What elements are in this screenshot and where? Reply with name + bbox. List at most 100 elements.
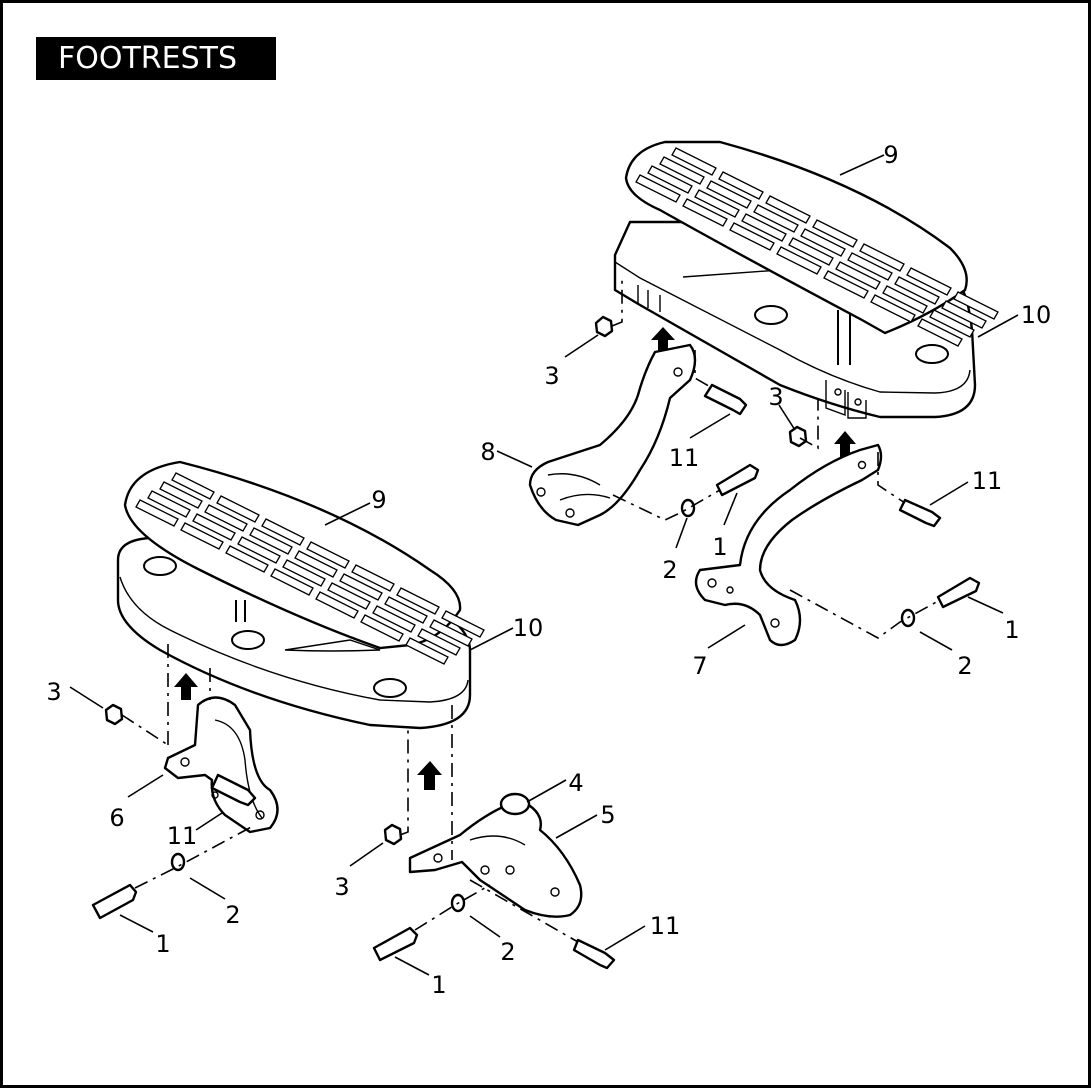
callout-label: 3 — [334, 873, 349, 901]
callout-label: 2 — [957, 652, 972, 680]
tread-rib — [360, 614, 404, 642]
callout-label: 1 — [712, 533, 727, 561]
callout-label: 10 — [513, 614, 544, 642]
upper-right-assembly — [528, 140, 999, 647]
callout-leader-line — [604, 925, 646, 951]
callout-label: 11 — [669, 444, 700, 472]
tread-rib — [192, 513, 236, 541]
tread-rib — [682, 198, 728, 227]
callout-label: 11 — [650, 912, 681, 940]
callout-leader-line — [195, 812, 223, 831]
up-arrow-icon — [834, 431, 856, 458]
callout-label: 2 — [225, 901, 240, 929]
tread-rib — [917, 318, 963, 347]
callout-leader-line — [127, 774, 164, 798]
callout-leader-line — [564, 334, 599, 358]
callout-leader-line — [929, 481, 969, 506]
tread-rib — [441, 610, 485, 638]
tread-rib — [753, 204, 799, 233]
tread-rib — [847, 252, 893, 281]
callout-leader-line — [967, 596, 1004, 614]
tread-rib — [327, 582, 371, 610]
tread-rib — [635, 174, 681, 203]
tread-rib — [835, 261, 881, 290]
callout-leader-line — [723, 492, 738, 526]
callout-label: 3 — [768, 383, 783, 411]
tread-rib — [216, 495, 260, 523]
tread-rib — [159, 481, 203, 509]
tread-rib — [953, 291, 999, 320]
callout-leader-line — [555, 814, 598, 839]
callout-leader-line — [675, 517, 688, 549]
lower-right-bracket — [408, 792, 583, 918]
tread-rib — [417, 628, 461, 656]
tread-rib — [729, 222, 775, 251]
tread-rib — [237, 536, 281, 564]
tread-rib — [306, 541, 350, 569]
lower-fasteners — [91, 703, 616, 970]
tread-rib — [282, 559, 326, 587]
callout-leader-line — [469, 915, 501, 938]
callout-label: 6 — [109, 804, 124, 832]
upper-right-bracket — [694, 443, 883, 647]
callout-leader-line — [189, 877, 226, 900]
upper-fasteners — [594, 315, 981, 628]
tread-rib — [249, 527, 293, 555]
callout-leader-line — [119, 914, 154, 933]
tread-rib — [870, 294, 916, 323]
tread-rib — [204, 504, 248, 532]
callout-label: 2 — [662, 556, 677, 584]
callout-label: 8 — [480, 438, 495, 466]
tread-rib — [823, 270, 869, 299]
tread-rib — [882, 285, 928, 314]
callout-label: 1 — [155, 930, 170, 958]
up-arrow-icon — [174, 673, 198, 700]
upper-left-bracket — [528, 343, 697, 527]
up-arrow-icon — [651, 327, 675, 352]
callout-leader-line — [839, 154, 885, 176]
callout-label: 1 — [431, 971, 446, 999]
callout-label: 11 — [972, 467, 1003, 495]
tread-rib — [171, 472, 215, 500]
callout-label: 3 — [46, 678, 61, 706]
tread-rib — [396, 587, 440, 615]
tread-rib — [429, 619, 473, 647]
callout-leader-line — [689, 413, 731, 439]
callout-leader-line — [919, 631, 953, 651]
callout-leader-line — [324, 502, 371, 526]
tread-rib — [351, 564, 395, 592]
callout-label: 5 — [600, 801, 615, 829]
tread-rib — [294, 550, 338, 578]
tread-rib — [270, 568, 314, 596]
tread-rib — [671, 147, 717, 176]
upper-tread-ribs — [635, 147, 999, 347]
callout-leader-line — [778, 404, 796, 431]
callout-label: 4 — [568, 769, 583, 797]
tread-rib — [788, 237, 834, 266]
tread-rib — [647, 165, 693, 194]
tread-rib — [718, 171, 764, 200]
tread-rib — [261, 518, 305, 546]
tread-rib — [405, 637, 449, 665]
tread-rib — [812, 219, 858, 248]
tread-rib — [765, 195, 811, 224]
tread-rib — [135, 499, 179, 527]
tread-rib — [894, 276, 940, 305]
callout-label: 9 — [371, 486, 386, 514]
tread-rib — [315, 591, 359, 619]
callout-leader-line — [707, 624, 746, 649]
callout-leader-line — [349, 842, 384, 867]
callout-label: 7 — [692, 652, 707, 680]
callout-label: 10 — [1021, 301, 1052, 329]
tread-rib — [694, 189, 740, 218]
tread-rib — [929, 309, 975, 338]
lower-tread-pad — [123, 460, 485, 665]
tread-rib — [180, 522, 224, 550]
tread-rib — [659, 156, 705, 185]
lower-left-assembly — [91, 460, 616, 970]
callout-label: 3 — [544, 362, 559, 390]
callout-leader-line — [526, 779, 567, 803]
callout-leader-line — [394, 956, 430, 976]
tread-rib — [384, 596, 428, 624]
